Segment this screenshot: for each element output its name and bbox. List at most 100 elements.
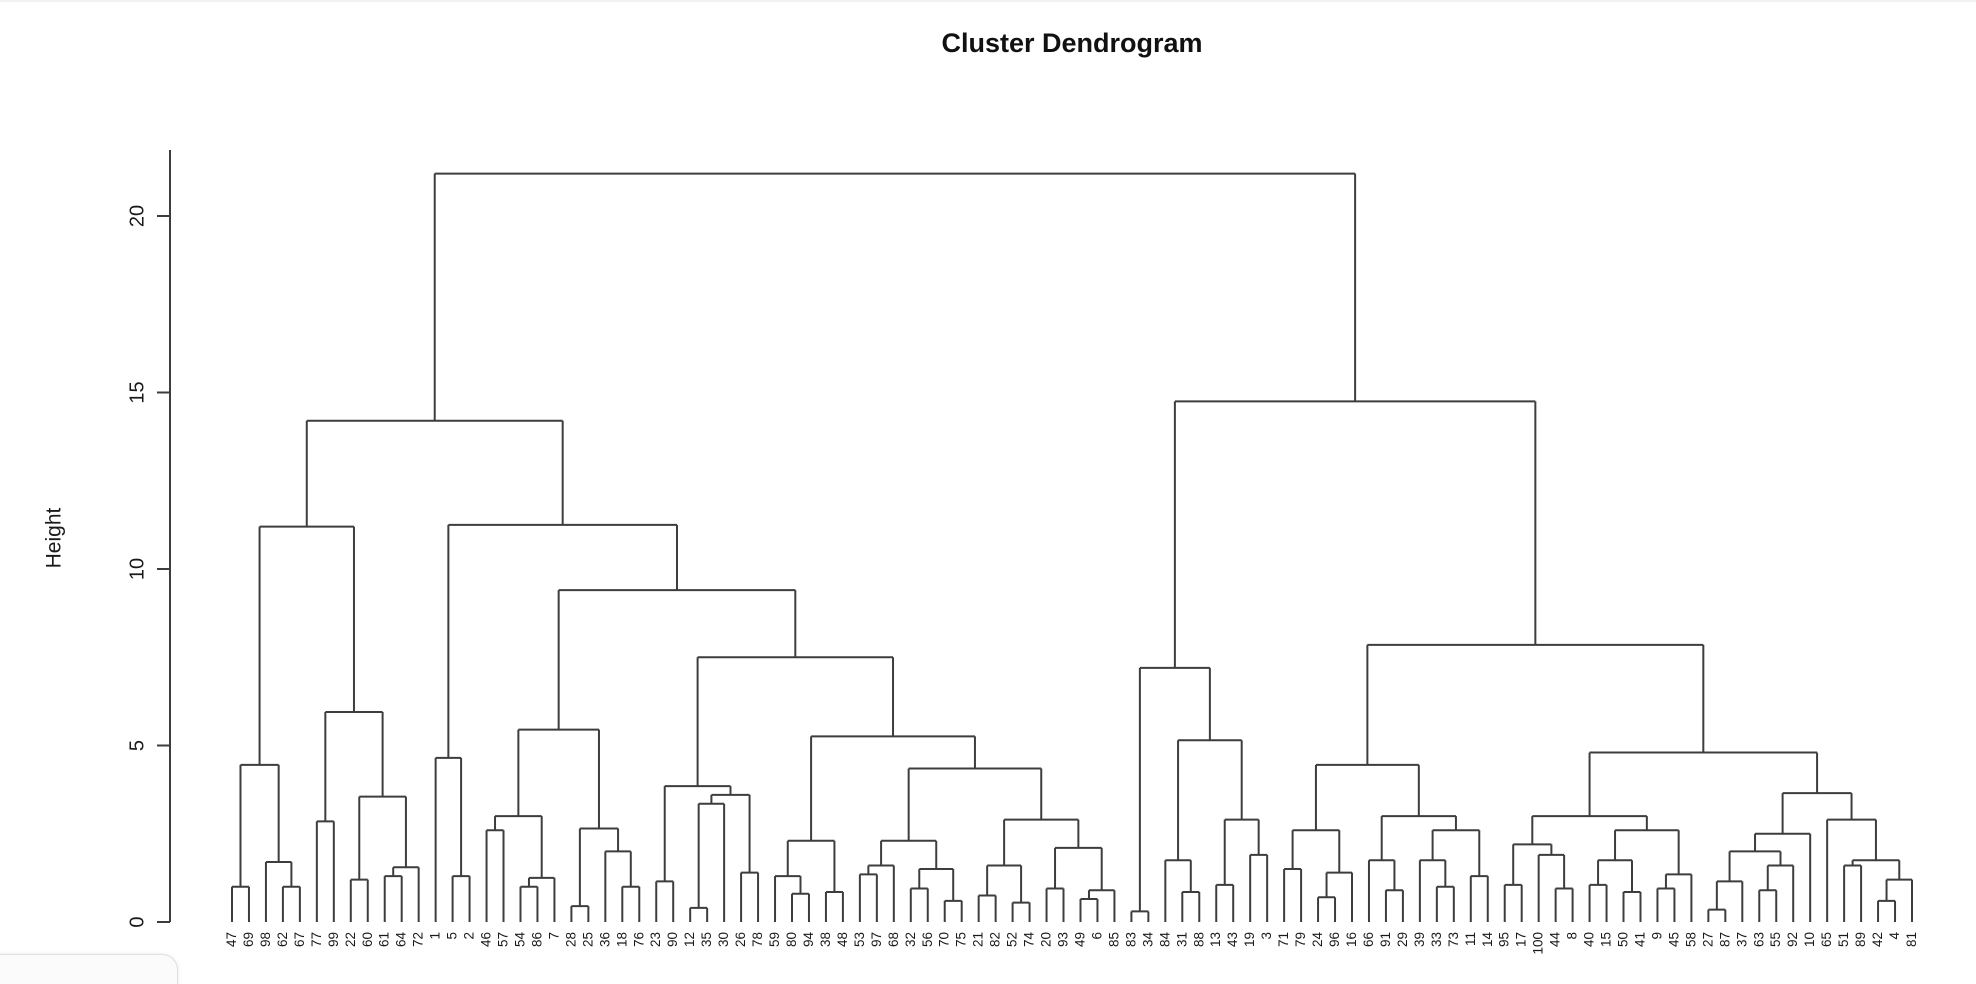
leaf-label: 30	[716, 932, 731, 947]
leaf-label: 11	[1463, 932, 1478, 946]
leaf-label: 8	[1565, 932, 1580, 940]
leaf-label: 7	[546, 932, 561, 940]
leaf-label: 45	[1666, 932, 1681, 947]
leaf-label: 84	[1157, 932, 1172, 948]
leaf-label: 15	[1599, 932, 1614, 947]
leaf-label: 62	[275, 932, 290, 947]
leaf-label: 31	[1174, 932, 1189, 947]
leaf-label: 29	[1395, 932, 1410, 947]
leaf-label: 49	[1072, 932, 1087, 947]
leaf-label: 80	[784, 932, 799, 947]
leaf-label: 22	[343, 932, 358, 947]
leaf-label: 37	[1734, 932, 1749, 947]
leaf-label: 77	[309, 932, 324, 947]
leaf-label: 52	[1005, 932, 1020, 947]
y-tick-label: 20	[126, 205, 148, 227]
leaf-label: 67	[292, 932, 307, 947]
leaf-label: 25	[580, 932, 595, 947]
y-tick-label: 5	[126, 740, 148, 751]
leaf-label: 48	[835, 932, 850, 947]
y-tick-label: 10	[126, 558, 148, 580]
leaf-label: 100	[1531, 932, 1546, 955]
leaf-label: 51	[1836, 932, 1851, 947]
leaf-label: 42	[1870, 932, 1885, 947]
y-tick-label: 0	[126, 916, 148, 927]
leaf-label: 74	[1022, 932, 1037, 948]
leaf-label: 16	[1344, 932, 1359, 947]
leaf-label: 33	[1429, 932, 1444, 947]
leaf-label: 99	[326, 932, 341, 947]
leaf-label: 20	[1039, 932, 1054, 947]
leaf-label: 73	[1446, 932, 1461, 947]
leaf-label: 85	[1106, 932, 1121, 947]
leaf-label: 58	[1683, 932, 1698, 947]
leaf-label: 24	[1310, 932, 1325, 948]
leaf-label: 79	[1293, 932, 1308, 947]
leaf-label: 88	[1191, 932, 1206, 947]
leaf-label: 72	[411, 932, 426, 947]
leaf-label: 47	[224, 932, 239, 947]
leaf-label: 46	[479, 932, 494, 947]
browser-ui-fragment	[0, 954, 178, 984]
leaf-label: 87	[1717, 932, 1732, 947]
leaf-label: 19	[1242, 932, 1257, 947]
leaf-label: 3	[1259, 932, 1274, 940]
leaf-label: 18	[614, 932, 629, 947]
leaf-label: 98	[258, 932, 273, 947]
leaf-label: 81	[1904, 932, 1919, 947]
leaf-label: 57	[496, 932, 511, 947]
leaf-label: 69	[241, 932, 256, 947]
leaf-label: 38	[818, 932, 833, 947]
leaf-label: 63	[1751, 932, 1766, 947]
leaf-label: 66	[1361, 932, 1376, 947]
leaf-label: 5	[445, 932, 460, 940]
leaf-label: 23	[648, 932, 663, 947]
leaf-label: 17	[1514, 932, 1529, 947]
leaf-label: 44	[1548, 932, 1563, 948]
leaf-label: 65	[1819, 932, 1834, 947]
y-tick-label: 15	[126, 381, 148, 403]
leaf-label: 93	[1056, 932, 1071, 947]
leaf-label: 71	[1276, 932, 1291, 947]
leaf-label: 54	[512, 932, 527, 948]
leaf-label: 78	[750, 932, 765, 947]
leaf-label: 35	[699, 932, 714, 947]
chart-title: Cluster Dendrogram	[941, 28, 1203, 58]
leaf-label: 43	[1225, 932, 1240, 947]
leaf-label: 60	[360, 932, 375, 947]
leaf-label: 55	[1768, 932, 1783, 947]
leaf-label: 89	[1853, 932, 1868, 947]
leaf-label: 21	[971, 932, 986, 947]
leaf-label: 90	[665, 932, 680, 947]
leaf-label: 75	[954, 932, 969, 947]
y-axis-title: Height	[43, 507, 66, 568]
leaf-label: 39	[1412, 932, 1427, 947]
leaf-label: 59	[767, 932, 782, 947]
leaf-label: 70	[937, 932, 952, 947]
leaf-label: 96	[1327, 932, 1342, 947]
leaf-label: 34	[1140, 932, 1155, 948]
dendrogram-links	[231, 172, 1913, 922]
leaf-label: 1	[428, 932, 443, 940]
leaf-label: 28	[563, 932, 578, 947]
leaf-label: 50	[1616, 932, 1631, 947]
leaf-label: 53	[852, 932, 867, 947]
leaf-label: 36	[597, 932, 612, 947]
leaf-label: 83	[1123, 932, 1138, 947]
leaf-label: 61	[377, 932, 392, 947]
leaf-label: 97	[869, 932, 884, 947]
leaf-label: 94	[801, 932, 816, 948]
leaf-label: 82	[988, 932, 1003, 947]
leaf-label: 6	[1089, 932, 1104, 940]
leaf-label: 92	[1785, 932, 1800, 947]
leaf-label: 95	[1497, 932, 1512, 947]
leaf-label: 4	[1887, 932, 1902, 940]
leaf-label: 2	[462, 932, 477, 940]
leaf-label: 41	[1632, 932, 1647, 947]
leaf-label: 27	[1700, 932, 1715, 947]
leaf-label: 68	[886, 932, 901, 947]
